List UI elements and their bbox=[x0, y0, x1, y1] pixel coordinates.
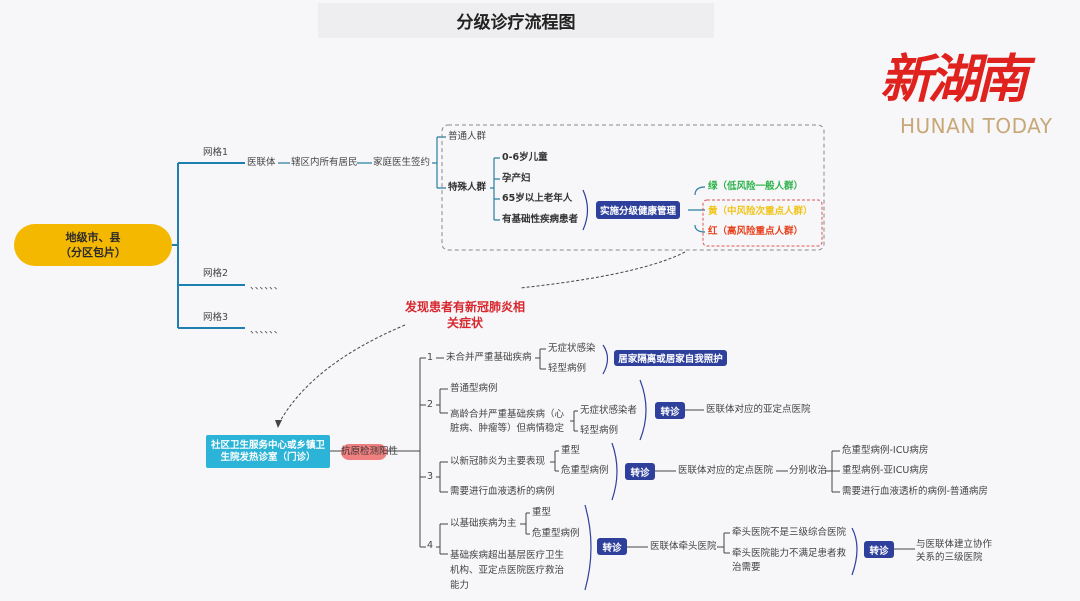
root-node-city-county[interactable]: 地级市、县 （分区包片） bbox=[14, 224, 172, 266]
case3-separate-admission: 分别收治 bbox=[789, 465, 828, 476]
case4-sub: 危重型病例 bbox=[532, 528, 580, 539]
risk-green: 绿（低风险一般人群） bbox=[708, 181, 804, 192]
case-number: 4 bbox=[427, 540, 434, 551]
case3-item: 需要进行血液透析的病例 bbox=[450, 486, 555, 497]
case2-sub: 无症状感染者 bbox=[580, 405, 638, 416]
special-item: 孕产妇 bbox=[502, 173, 531, 184]
special-item: 0-6岁儿童 bbox=[502, 152, 548, 163]
case2-item-line: 高龄合并严重基础疾病（心 bbox=[450, 409, 565, 420]
symptom-alert-line1: 发现患者有新冠肺炎相 bbox=[405, 300, 526, 314]
referral-button[interactable]: 转诊 bbox=[625, 463, 655, 480]
home-isolation-button[interactable]: 居家隔离或居家自我照护 bbox=[614, 350, 727, 366]
special-item: 有基础性疾病患者 bbox=[502, 214, 579, 225]
grid-2-ellipsis: 、、、、、、 bbox=[250, 281, 284, 292]
special-item: 65岁以上老年人 bbox=[502, 193, 573, 204]
case2-item-line: 脏病、肿瘤等）但病情稳定 bbox=[450, 423, 565, 434]
tertiary-hospital: 与医联体建立协作 关系的三级医院 bbox=[916, 538, 992, 564]
case3-item: 以新冠肺炎为主要表现 bbox=[450, 456, 546, 467]
referral-button-tertiary[interactable]: 转诊 bbox=[864, 541, 894, 558]
case4-condition-line: 治需要 bbox=[732, 562, 761, 573]
case4-item: 基础疾病超出基层医疗卫生 机构、亚定点医院医疗救治 能力 bbox=[450, 548, 564, 593]
case4-condition: 牵头医院能力不满足患者救 治需要 bbox=[732, 547, 846, 575]
tertiary-hospital-line: 与医联体建立协作 bbox=[916, 539, 993, 550]
symptom-alert-line2: 关症状 bbox=[447, 316, 484, 330]
case2-item: 高龄合并严重基础疾病（心 脏病、肿瘤等）但病情稳定 bbox=[450, 408, 564, 436]
case2-sub: 轻型病例 bbox=[580, 425, 619, 436]
case4-condition: 牵头医院不是三级综合医院 bbox=[732, 527, 847, 538]
watermark-text: HUNAN TODAY bbox=[900, 114, 1053, 138]
clinic-line2: 生院发热诊室（门诊） bbox=[220, 451, 316, 463]
case1-sub: 无症状感染 bbox=[548, 343, 596, 354]
referral-button[interactable]: 转诊 bbox=[655, 402, 685, 419]
case3-destination: 医联体对应的定点医院 bbox=[678, 465, 774, 476]
ward-item: 需要进行血液透析的病例-普通病房 bbox=[842, 486, 988, 497]
special-population: 特殊人群 bbox=[448, 182, 487, 193]
node-medical-alliance: 医联体 bbox=[247, 157, 276, 168]
grid-1-label: 网格1 bbox=[203, 147, 229, 158]
grid-3-label: 网格3 bbox=[203, 312, 229, 323]
node-all-residents: 辖区内所有居民 bbox=[291, 157, 358, 168]
risk-red: 红（高风险重点人群） bbox=[708, 226, 804, 237]
grid-3-ellipsis: 、、、、、、 bbox=[250, 325, 284, 336]
case4-item-line: 能力 bbox=[450, 580, 470, 591]
antigen-positive-node[interactable]: 抗原检测阳性 bbox=[341, 444, 398, 460]
referral-button[interactable]: 转诊 bbox=[597, 538, 627, 555]
page-title: 分级诊疗流程图 bbox=[318, 3, 714, 38]
ward-item: 重型病例-亚ICU病房 bbox=[842, 465, 929, 476]
case4-sub: 重型 bbox=[532, 507, 552, 518]
case3-sub: 重型 bbox=[561, 445, 581, 456]
root-line2: （分区包片） bbox=[60, 246, 126, 259]
case-number: 2 bbox=[427, 399, 434, 410]
node-family-doctor: 家庭医生签约 bbox=[373, 157, 431, 168]
case1-condition: 未合并严重基础疾病 bbox=[446, 352, 532, 363]
graded-management-button[interactable]: 实施分级健康管理 bbox=[596, 201, 680, 219]
case2-item: 普通型病例 bbox=[450, 383, 498, 394]
risk-yellow: 黄（中风险次重点人群） bbox=[708, 206, 813, 217]
case-number: 1 bbox=[427, 352, 434, 363]
case2-destination: 医联体对应的亚定点医院 bbox=[706, 404, 811, 415]
tertiary-hospital-line: 关系的三级医院 bbox=[916, 552, 983, 563]
case4-item-line: 基础疾病超出基层医疗卫生 bbox=[450, 550, 565, 561]
grid-2-label: 网格2 bbox=[203, 268, 229, 279]
ward-item: 危重型病例-ICU病房 bbox=[842, 445, 929, 456]
watermark-logo: 新湖南 bbox=[880, 49, 1028, 110]
symptom-alert: 发现患者有新冠肺炎相 关症状 bbox=[405, 299, 525, 331]
case4-condition-line: 牵头医院能力不满足患者救 bbox=[732, 548, 847, 559]
fever-clinic-node[interactable]: 社区卫生服务中心或乡镇卫 生院发热诊室（门诊） bbox=[206, 435, 330, 468]
clinic-line1: 社区卫生服务中心或乡镇卫 bbox=[210, 439, 325, 451]
case4-destination: 医联体牵头医院 bbox=[650, 541, 717, 552]
case3-sub: 危重型病例 bbox=[561, 465, 609, 476]
case4-item: 以基础疾病为主 bbox=[450, 518, 517, 529]
root-line1: 地级市、县 bbox=[65, 231, 121, 244]
case-number: 3 bbox=[427, 471, 434, 482]
case1-sub: 轻型病例 bbox=[548, 363, 587, 374]
general-population: 普通人群 bbox=[448, 131, 487, 142]
case4-item-line: 机构、亚定点医院医疗救治 bbox=[450, 565, 565, 576]
